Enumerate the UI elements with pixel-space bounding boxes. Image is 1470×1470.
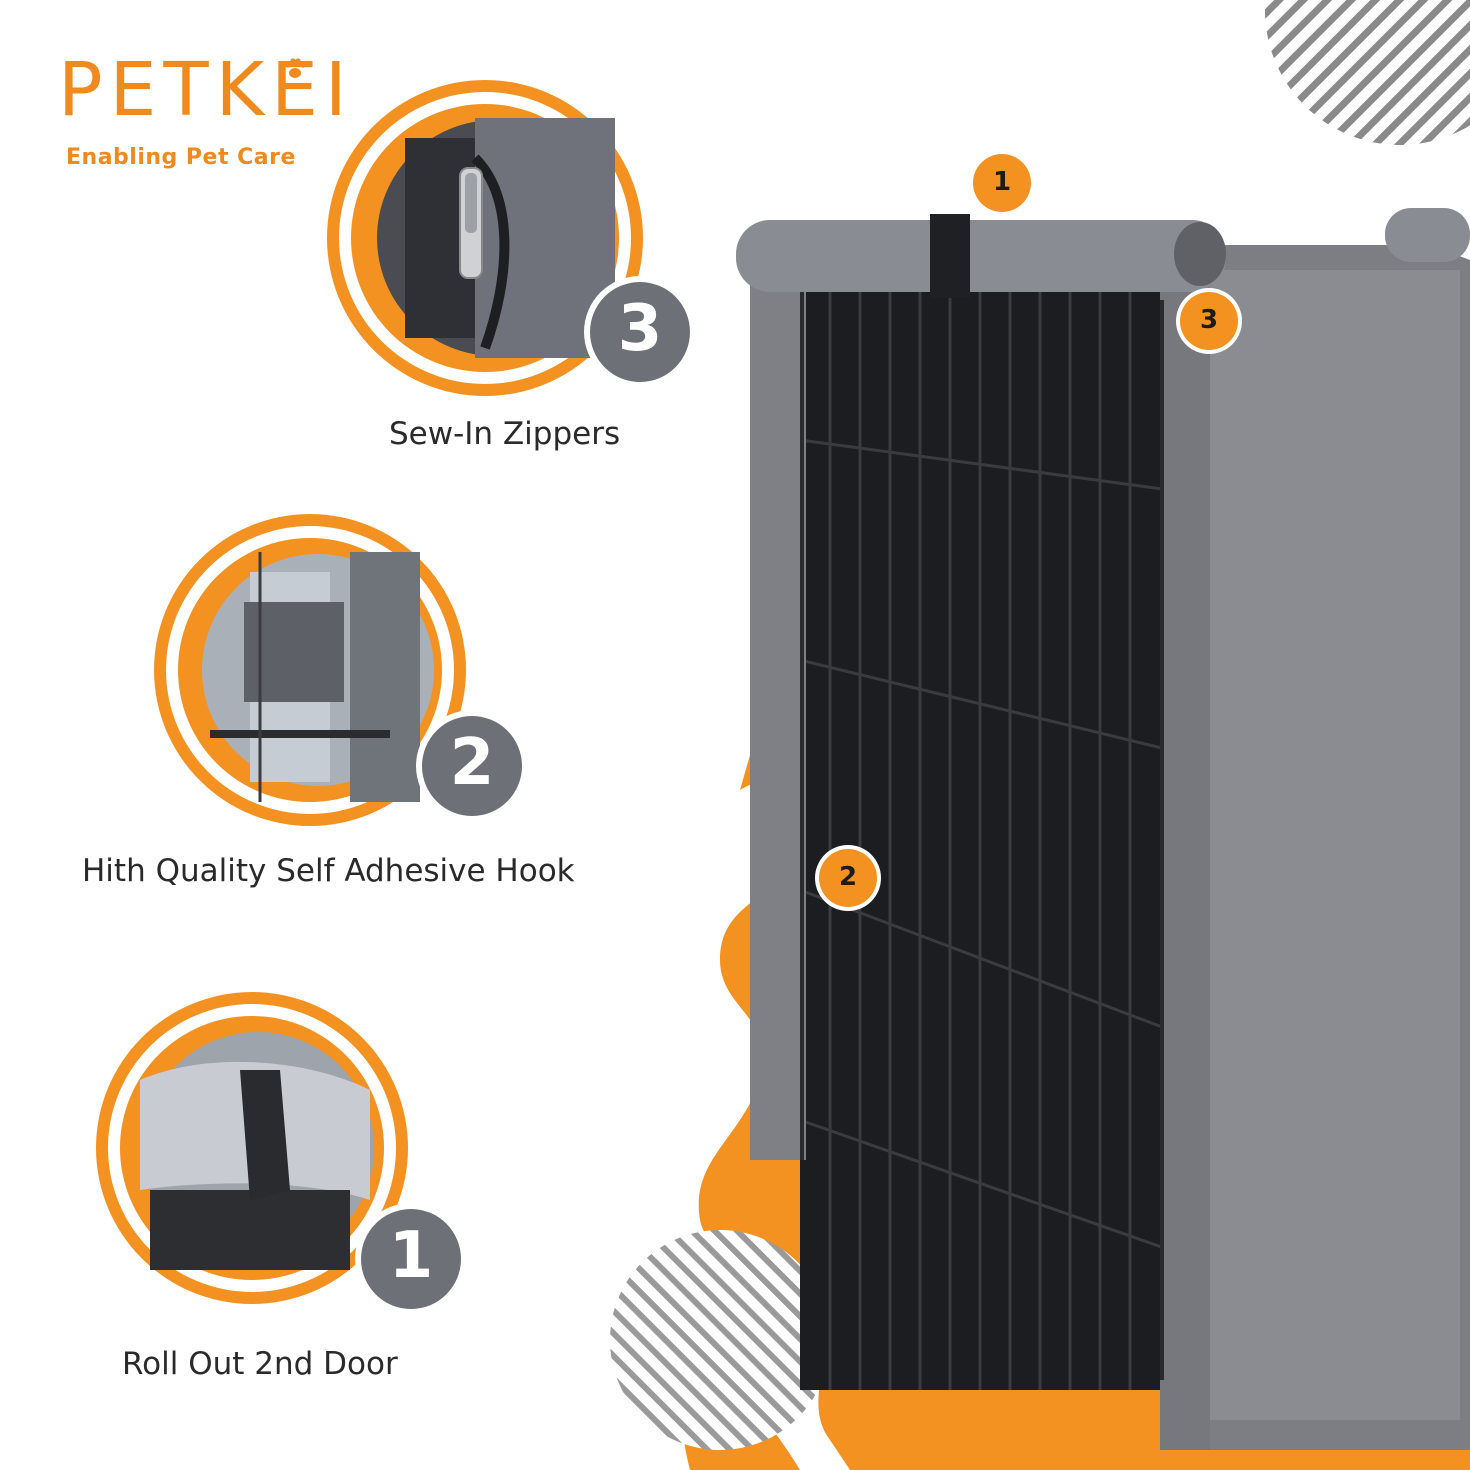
feature-badge-number: 1 <box>388 1219 434 1293</box>
feature-rolldoor-image <box>96 992 408 1304</box>
feature-hook-image <box>154 514 466 826</box>
feature-label-zippers: Sew-In Zippers <box>389 416 621 452</box>
stripe-circle-bottom <box>610 1230 830 1450</box>
crate-cover-product <box>736 208 1470 1450</box>
feature-label-rolldoor: Roll Out 2nd Door <box>122 1346 398 1382</box>
feature-badge: 1 <box>355 1203 467 1315</box>
callout-pin-number: 2 <box>838 862 858 892</box>
callout-pin-number: 1 <box>992 167 1012 197</box>
paw-icon <box>285 58 306 78</box>
callout-pin: 2 <box>815 845 881 911</box>
feature-badge-number: 2 <box>449 726 495 800</box>
feature-label-hook: Hith Quality Self Adhesive Hook <box>82 853 575 889</box>
callout-pin: 3 <box>1176 288 1242 354</box>
stripe-circle-top-right <box>1265 0 1470 145</box>
brand-logo-text: PETKEI <box>58 47 354 133</box>
feature-badge: 2 <box>416 710 528 822</box>
feature-badge-number: 3 <box>617 292 663 366</box>
callout-pin-number: 3 <box>1199 305 1219 335</box>
callout-pin: 1 <box>969 150 1035 216</box>
feature-badge: 3 <box>584 276 696 388</box>
brand-tagline: Enabling Pet Care <box>66 145 296 170</box>
feature-zipper-image <box>327 80 643 396</box>
